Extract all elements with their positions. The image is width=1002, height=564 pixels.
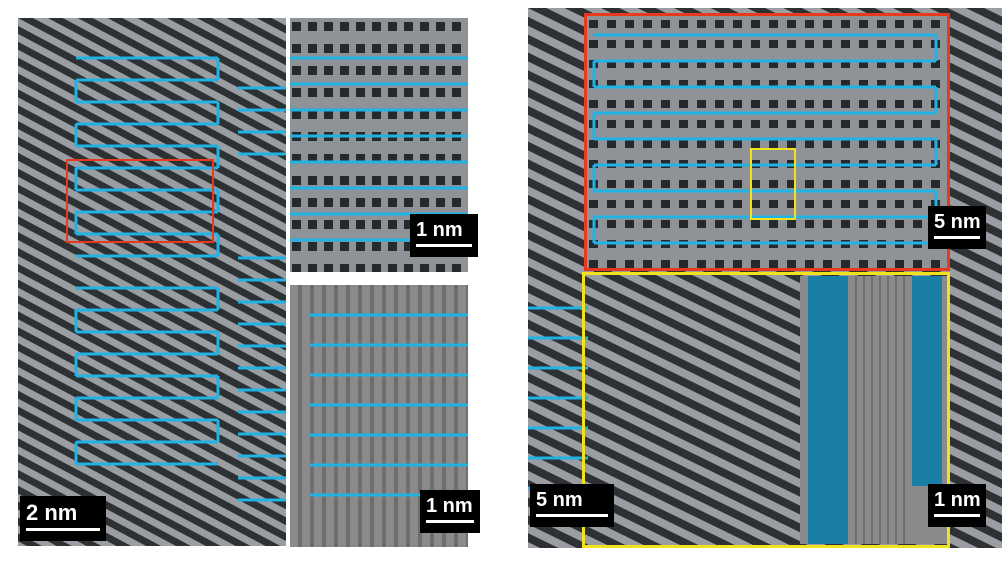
panel-e-yellow-roi: [750, 148, 796, 220]
panel-a-traces: [74, 56, 286, 502]
panel-f-svg: [800, 276, 948, 544]
panel-a-scale-label: 2 nm: [26, 500, 78, 525]
panel-a-svg: [18, 18, 286, 546]
panel-a-red-roi: [66, 159, 214, 243]
panel-e-red-roi: [584, 13, 950, 271]
panel-f-scale-line: [934, 514, 980, 517]
panel-e-micrograph: [586, 15, 948, 269]
panel-d-traces: [528, 306, 588, 490]
panel-b-scale-bar: 1 nm: [410, 214, 478, 257]
panel-f-yellow-roi: [582, 272, 950, 548]
panel-c-traces: [310, 313, 468, 497]
panel-e-svg: [586, 15, 948, 269]
panel-a-micrograph: [18, 18, 286, 546]
panel-f-scale-bar: 1 nm: [928, 484, 986, 527]
panel-e-traces: [592, 33, 938, 245]
panel-a-scale-line: [26, 528, 100, 531]
panel-b-scale-label: 1 nm: [416, 219, 463, 241]
panel-c-scale-line: [426, 520, 474, 523]
panel-d-scale-bar: 5 nm: [530, 484, 614, 527]
panel-f-lattice: [855, 276, 905, 544]
panel-c-scale-bar: 1 nm: [420, 490, 480, 533]
panel-f-micrograph: [800, 276, 948, 544]
panel-e-scale-bar: 5 nm: [928, 206, 986, 249]
panel-d-scale-label: 5 nm: [536, 489, 583, 511]
panel-a-scale-bar: 2 nm: [20, 496, 106, 541]
panel-e-scale-line: [934, 236, 980, 239]
panel-b-scale-line: [416, 244, 472, 247]
panel-d-scale-line: [536, 514, 608, 517]
panel-c-scale-label: 1 nm: [426, 495, 473, 517]
panel-f-scale-label: 1 nm: [934, 489, 981, 511]
panel-e-scale-label: 5 nm: [934, 211, 981, 233]
panel-b-traces: [290, 56, 468, 242]
